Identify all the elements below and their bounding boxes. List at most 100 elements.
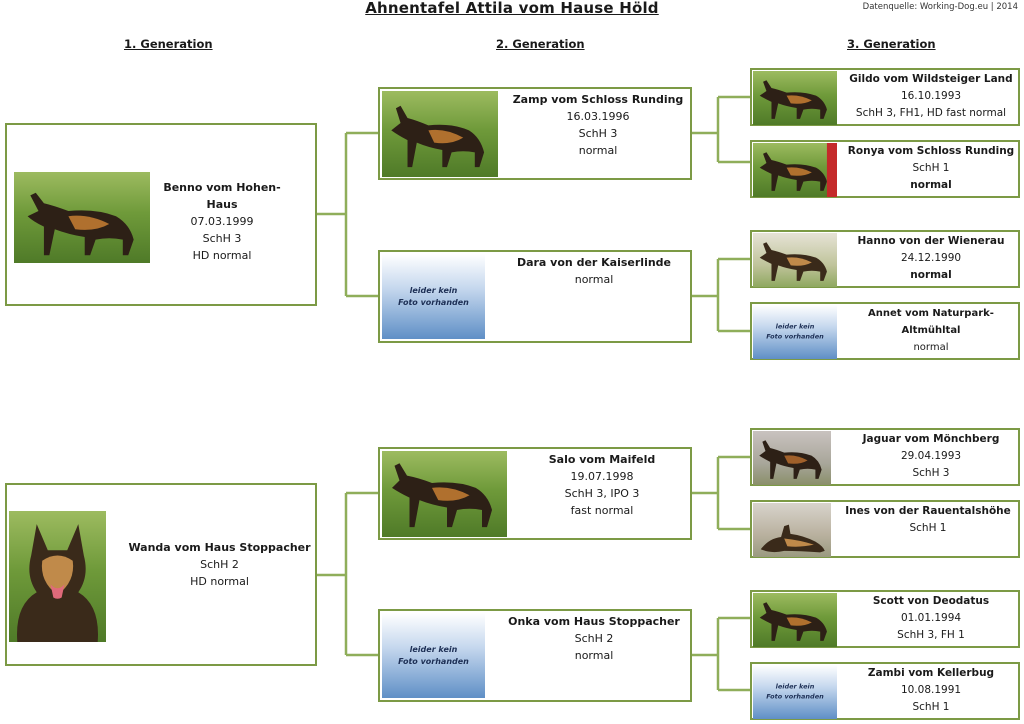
dog-info: Wanda vom Haus Stoppacher SchH 2 HD norm… — [127, 539, 312, 590]
dog-name: Zamp vom Schloss Runding — [512, 93, 684, 106]
dog-photo — [753, 503, 831, 557]
dog-card-benno[interactable]: Benno vom Hohen-Haus 07.03.1999 SchH 3 H… — [5, 123, 317, 306]
dog-detail: 19.07.1998 — [570, 470, 634, 484]
dog-detail: SchH 1 — [909, 521, 947, 534]
dog-card-gildo[interactable]: Gildo vom Wildsteiger Land 16.10.1993 Sc… — [750, 68, 1020, 126]
dog-name: Wanda vom Haus Stoppacher — [128, 541, 311, 554]
dog-name: Annet vom Naturpark-Altmühltal — [868, 308, 994, 336]
dog-detail: normal — [913, 342, 949, 353]
dog-detail: normal — [574, 273, 614, 287]
dog-icon — [759, 242, 827, 281]
dog-detail: HD normal — [192, 249, 252, 263]
dog-photo — [753, 593, 837, 647]
no-photo-text: Foto vorhanden — [766, 692, 824, 700]
dog-info: Dara von der Kaiserlinde normal — [484, 254, 704, 288]
dog-detail: SchH 1 — [912, 161, 950, 174]
no-photo-placeholder: leider kein Foto vorhanden — [382, 613, 485, 698]
dog-detail: 10.08.1991 — [900, 683, 962, 696]
dog-card-onka[interactable]: leider kein Foto vorhanden Onka vom Haus… — [378, 609, 692, 702]
dog-photo — [382, 451, 507, 537]
dog-name: Ronya vom Schloss Runding — [847, 145, 1015, 157]
dog-detail: normal — [910, 178, 952, 191]
dog-name: Jaguar vom Mönchberg — [862, 433, 1000, 445]
dog-card-ines[interactable]: Ines von der Rauentalshöhe SchH 1 — [750, 500, 1020, 558]
dog-icon — [759, 80, 827, 119]
dog-detail: normal — [910, 268, 952, 281]
dog-detail: 16.03.1996 — [566, 110, 630, 124]
no-photo-text: Foto vorhanden — [766, 332, 824, 340]
dog-photo — [753, 143, 837, 197]
dog-icon — [27, 192, 134, 256]
dog-detail: 01.01.1994 — [900, 611, 962, 624]
dog-photo — [753, 233, 837, 287]
dog-card-wanda[interactable]: Wanda vom Haus Stoppacher SchH 2 HD norm… — [5, 483, 317, 666]
dog-name: Benno vom Hohen-Haus — [163, 181, 281, 212]
dog-detail: SchH 3, IPO 3 — [564, 487, 640, 501]
generation-3-heading: 3. Generation — [847, 37, 936, 51]
dog-photo — [14, 172, 150, 263]
no-photo-text: Foto vorhanden — [398, 297, 469, 307]
no-photo-text: leider kein — [409, 644, 458, 654]
no-photo-text: leider kein — [409, 285, 458, 295]
generation-1-heading: 1. Generation — [124, 37, 213, 51]
dog-detail: HD normal — [190, 575, 249, 589]
dog-detail: normal — [574, 649, 614, 663]
dog-icon — [391, 105, 485, 168]
page-title: Ahnentafel Attila vom Hause Höld — [365, 0, 659, 17]
dog-name: Salo vom Maifeld — [548, 453, 656, 466]
dog-detail: SchH 2 — [574, 632, 614, 646]
data-source-label: Datenquelle: Working-Dog.eu | 2014 — [862, 2, 1018, 12]
dog-detail: 24.12.1990 — [900, 251, 962, 264]
dog-detail: 07.03.1999 — [190, 215, 254, 229]
dog-card-ronya[interactable]: Ronya vom Schloss Runding SchH 1 normal — [750, 140, 1020, 198]
dog-name: Dara von der Kaiserlinde — [516, 256, 672, 269]
dog-detail: 16.10.1993 — [900, 89, 962, 102]
dog-icon — [759, 602, 827, 641]
dog-card-scott[interactable]: Scott von Deodatus 01.01.1994 SchH 3, FH… — [750, 590, 1020, 648]
dog-info: Zambi vom Kellerbug 10.08.1991 SchH 1 — [842, 665, 1020, 715]
dog-icon — [17, 524, 98, 642]
no-photo-text: Foto vorhanden — [398, 656, 469, 666]
dog-info: Gildo vom Wildsteiger Land 16.10.1993 Sc… — [842, 71, 1020, 121]
dog-info: Scott von Deodatus 01.01.1994 SchH 3, FH… — [842, 593, 1020, 643]
dog-detail: SchH 3, FH 1 — [897, 628, 965, 641]
dog-info: Ronya vom Schloss Runding SchH 1 normal — [842, 143, 1020, 193]
dog-photo — [9, 511, 106, 642]
dog-card-zamp[interactable]: Zamp vom Schloss Runding 16.03.1996 SchH… — [378, 87, 692, 180]
dog-name: Scott von Deodatus — [872, 595, 990, 607]
dog-photo — [753, 71, 837, 125]
dog-detail: SchH 1 — [912, 700, 950, 713]
dog-name: Ines von der Rauentalshöhe — [845, 505, 1011, 517]
dog-card-dara[interactable]: leider kein Foto vorhanden Dara von der … — [378, 250, 692, 343]
dog-card-hanno[interactable]: Hanno von der Wienerau 24.12.1990 normal — [750, 230, 1020, 288]
no-photo-placeholder: leider kein Foto vorhanden — [753, 305, 837, 359]
dog-detail: fast normal — [570, 504, 634, 518]
dog-icon — [392, 463, 492, 528]
dog-detail: SchH 3 — [578, 127, 618, 141]
dog-detail: SchH 3, FH1, HD fast normal — [855, 106, 1007, 119]
dog-info: Hanno von der Wienerau 24.12.1990 normal — [842, 233, 1020, 283]
dog-card-annet[interactable]: leider kein Foto vorhanden Annet vom Nat… — [750, 302, 1020, 360]
dog-icon — [759, 143, 837, 197]
dog-detail: SchH 2 — [200, 558, 239, 572]
dog-photo — [753, 431, 831, 485]
no-photo-placeholder: leider kein Foto vorhanden — [753, 665, 837, 719]
dog-info: Ines von der Rauentalshöhe SchH 1 — [836, 503, 1020, 537]
dog-info: Annet vom Naturpark-Altmühltal normal — [842, 305, 1020, 356]
dog-detail: SchH 3 — [202, 232, 242, 246]
no-photo-text: leider kein — [775, 322, 815, 331]
dog-info: Onka vom Haus Stoppacher SchH 2 normal — [484, 613, 704, 664]
dog-name: Hanno von der Wienerau — [857, 235, 1005, 247]
dog-card-jaguar[interactable]: Jaguar vom Mönchberg 29.04.1993 SchH 3 — [750, 428, 1020, 486]
generation-2-heading: 2. Generation — [496, 37, 585, 51]
dog-detail: SchH 3 — [912, 466, 950, 479]
dog-info: Benno vom Hohen-Haus 07.03.1999 SchH 3 H… — [152, 179, 292, 264]
dog-photo — [382, 91, 498, 177]
dog-card-salo[interactable]: Salo vom Maifeld 19.07.1998 SchH 3, IPO … — [378, 447, 692, 540]
dog-card-zambi[interactable]: leider kein Foto vorhanden Zambi vom Kel… — [750, 662, 1020, 720]
no-photo-text: leider kein — [775, 682, 815, 691]
dog-info: Zamp vom Schloss Runding 16.03.1996 SchH… — [498, 91, 698, 159]
dog-name: Zambi vom Kellerbug — [867, 667, 995, 679]
dog-name: Onka vom Haus Stoppacher — [508, 615, 680, 628]
dog-info: Jaguar vom Mönchberg 29.04.1993 SchH 3 — [842, 431, 1020, 481]
